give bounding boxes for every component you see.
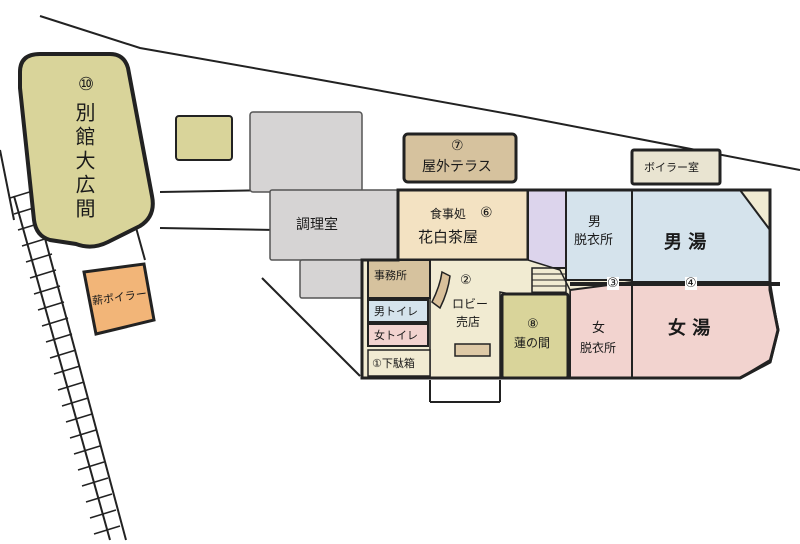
dining-name: 花白茶屋 bbox=[418, 228, 479, 246]
women-toilet-label: 女トイレ bbox=[374, 329, 418, 342]
corridor bbox=[527, 189, 567, 269]
annex-name: 別館大広間 bbox=[72, 102, 96, 222]
hasu-name: 蓮の間 bbox=[514, 336, 551, 350]
men-toilet-room bbox=[367, 299, 429, 323]
dining-room bbox=[396, 188, 530, 262]
lobby-line2: 売店 bbox=[456, 315, 481, 329]
gray-building bbox=[299, 259, 369, 299]
boiler-room bbox=[630, 148, 722, 186]
men-bath-label: 男 湯 bbox=[664, 232, 707, 253]
lobby-counter bbox=[431, 270, 451, 310]
terrace-name: 屋外テラス bbox=[422, 159, 492, 175]
boiler-room-label: ボイラー室 bbox=[644, 161, 699, 174]
men-dressing-line1: 男 bbox=[588, 215, 602, 230]
kitchen-label: 調理室 bbox=[296, 217, 338, 233]
dining-number: ⑥ bbox=[480, 205, 493, 221]
site-boundary-top bbox=[39, 15, 800, 171]
gray-building bbox=[249, 111, 363, 193]
women-dressing-line2: 脱衣所 bbox=[580, 341, 617, 355]
annex-number: ⑩ bbox=[78, 74, 95, 95]
firewood-boiler-building bbox=[82, 262, 156, 336]
women-toilet-room bbox=[367, 323, 429, 347]
terrace-number: ⑦ bbox=[451, 138, 464, 154]
shoe-box-area bbox=[367, 349, 431, 377]
path-line bbox=[159, 227, 277, 231]
women-dressing-line1: 女 bbox=[592, 321, 606, 336]
shoe-box-label: ①下駄箱 bbox=[372, 357, 415, 370]
small-outbuilding bbox=[175, 115, 233, 161]
marker-4: ④ bbox=[685, 276, 697, 291]
entrance-step bbox=[454, 343, 491, 357]
path-line bbox=[261, 277, 361, 377]
main-building-border bbox=[360, 188, 780, 380]
railway-track bbox=[9, 189, 127, 541]
office-label: 事務所 bbox=[374, 269, 407, 282]
annex-hall bbox=[18, 52, 155, 249]
office-room bbox=[367, 259, 431, 299]
lobby-number: ② bbox=[460, 273, 472, 288]
lobby-line1: ロビー bbox=[452, 297, 489, 311]
women-bath-label: 女 湯 bbox=[668, 318, 711, 339]
hasu-number: ⑧ bbox=[527, 317, 539, 332]
marker-3: ③ bbox=[607, 276, 619, 291]
men-dressing-line2: 脱衣所 bbox=[574, 233, 614, 248]
dining-prefix: 食事処 bbox=[430, 207, 467, 221]
terrace-room bbox=[402, 132, 518, 184]
site-boundary-left bbox=[0, 149, 15, 221]
men-toilet-label: 男トイレ bbox=[374, 305, 418, 318]
